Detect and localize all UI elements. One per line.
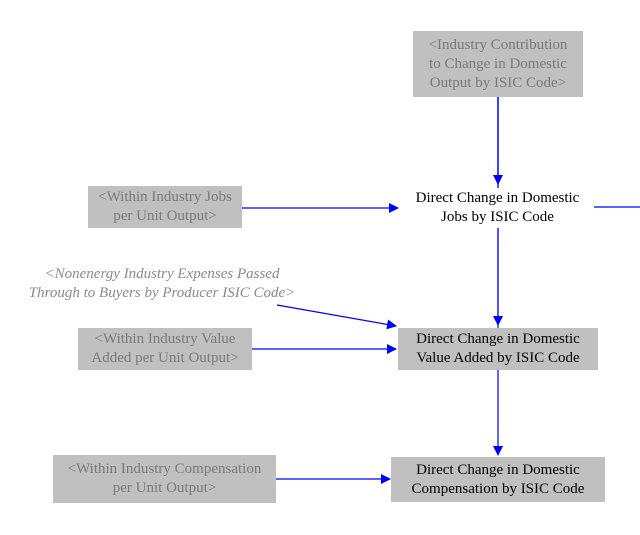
direct-change-value-added-node[interactable]: Direct Change in Domestic Value Added by… [398, 328, 598, 370]
within-industry-value-added-node[interactable]: <Within Industry Value Added per Unit Ou… [78, 328, 252, 370]
nonenergy-expenses-node[interactable]: <Nonenergy Industry Expenses Passed Thro… [28, 266, 296, 301]
arrow-nonenergy-to-value-added [276, 304, 397, 330]
direct-change-compensation-node[interactable]: Direct Change in Domestic Compensation b… [391, 457, 605, 502]
within-industry-compensation-node[interactable]: <Within Industry Compensation per Unit O… [53, 455, 276, 503]
direct-change-jobs-node[interactable]: Direct Change in Domestic Jobs by ISIC C… [401, 188, 594, 228]
industry-contribution-node[interactable]: <Industry Contribution to Change in Dome… [413, 31, 583, 97]
within-industry-jobs-node[interactable]: <Within Industry Jobs per Unit Output> [88, 186, 242, 228]
